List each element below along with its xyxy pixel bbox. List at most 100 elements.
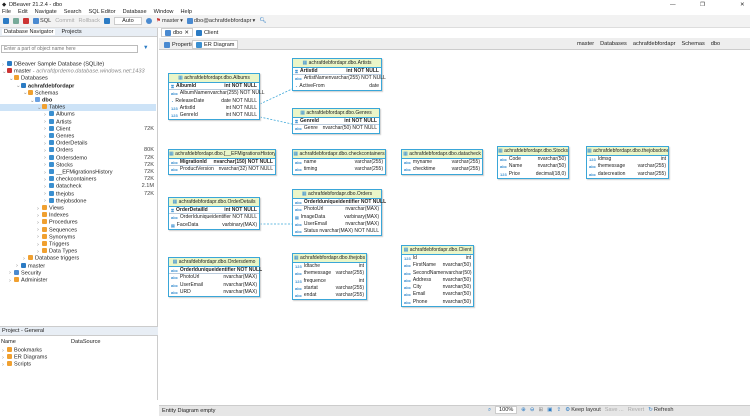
entity-header[interactable]: ▦ achrafdebfordapr.dbo.Genres <box>293 109 379 118</box>
navigator-filter-input[interactable]: Enter a part of object name here <box>1 45 138 53</box>
expand-toggle[interactable]: › <box>44 111 46 118</box>
subtab-er-diagram[interactable]: ER Diagram <box>192 40 239 49</box>
expand-toggle[interactable]: › <box>37 248 39 255</box>
breadcrumb-dbo[interactable]: dbo <box>710 41 721 47</box>
entity-header[interactable]: ▦ achrafdebfordapr.dbo.thejobsdone <box>587 147 668 156</box>
expand-toggle[interactable]: › <box>9 270 11 277</box>
expand-toggle[interactable]: ⌄ <box>30 97 35 104</box>
transaction-mode-icon[interactable] <box>103 18 110 24</box>
tree-item[interactable]: ⌄Tables <box>0 104 156 112</box>
expand-toggle[interactable]: ⌄ <box>37 104 42 111</box>
tree-item[interactable]: ›Triggers <box>0 241 156 248</box>
commit-button[interactable]: Commit <box>55 18 75 24</box>
expand-toggle[interactable]: ⌄ <box>2 68 7 75</box>
commit-mode-select[interactable]: Auto <box>113 17 142 25</box>
sql-editor-button[interactable]: SQL <box>33 18 51 24</box>
tree-item[interactable]: ›Sequences <box>0 226 156 234</box>
restore-button[interactable]: ❐ <box>700 1 706 8</box>
expand-toggle[interactable]: › <box>44 119 46 126</box>
expand-toggle[interactable]: › <box>37 212 39 219</box>
tree-item[interactable]: ›master <box>0 262 156 270</box>
layout-icon[interactable]: ⊞ <box>538 407 544 413</box>
breadcrumb-database[interactable]: achrafdebfordapr <box>632 41 676 47</box>
revert-button[interactable]: Revert <box>627 407 645 413</box>
expand-toggle[interactable]: › <box>44 155 46 162</box>
expand-toggle[interactable]: › <box>2 61 4 68</box>
expand-toggle[interactable]: › <box>37 227 39 234</box>
entity-header[interactable]: ▦ achrafdebfordapr.dbo.OrderDetails <box>169 198 259 207</box>
keep-layout-button[interactable]: ⚙Keep layout <box>565 407 601 413</box>
expand-toggle[interactable]: › <box>37 205 39 212</box>
tab-database-navigator[interactable]: Database Navigator <box>2 29 56 35</box>
export-icon[interactable]: ⇪ <box>556 407 562 413</box>
expand-toggle[interactable]: › <box>37 219 39 226</box>
tree-item[interactable]: ⌄Databases <box>0 75 156 82</box>
entity-table[interactable]: ▦ achrafdebfordapr.dbo.OrderDetails⚿Orde… <box>168 197 260 230</box>
zoom-in-icon[interactable]: ⊕ <box>521 407 526 413</box>
menu-edit[interactable]: Edit <box>18 9 28 15</box>
expand-toggle[interactable]: ⌄ <box>23 90 28 97</box>
rollback-button[interactable]: Rollback <box>78 18 100 24</box>
tree-item[interactable]: ›Genres <box>0 133 156 140</box>
expand-toggle[interactable]: › <box>44 169 46 176</box>
entity-table[interactable]: ▦ achrafdebfordapr.dbo.[__EFMigrationsHi… <box>168 149 276 175</box>
schema-selector[interactable]: dbo@achrafdebfordapr ▾ <box>186 18 255 24</box>
tab-project-general[interactable]: Project - General <box>2 328 45 334</box>
tree-item[interactable]: ›thejobsdone <box>0 197 156 205</box>
breadcrumb-databases[interactable]: Databases <box>600 41 627 47</box>
project-item-er-diagrams[interactable]: ›ER Diagrams <box>2 354 48 361</box>
expand-toggle[interactable]: ⌄ <box>16 83 21 90</box>
expand-toggle[interactable]: ⌄ <box>9 75 14 82</box>
tree-item[interactable]: ›OrderDetails <box>0 140 156 147</box>
tree-item[interactable]: ›Views <box>0 205 156 212</box>
entity-header[interactable]: ▦ achrafdebfordapr.dbo.thejobs <box>293 254 366 263</box>
tree-item[interactable]: ›Synonyms <box>0 233 156 241</box>
history-icon[interactable] <box>145 18 152 24</box>
refresh-button[interactable]: ↻Refresh <box>648 407 674 413</box>
menu-sql-editor[interactable]: SQL Editor <box>88 9 116 15</box>
breadcrumb-schemas[interactable]: Schemas <box>681 41 705 47</box>
entity-header[interactable]: ▦ achrafdebfordapr.dbo.Client <box>402 246 473 255</box>
expand-toggle[interactable]: › <box>44 140 46 147</box>
zoom-select[interactable]: 100% <box>495 406 518 414</box>
entity-header[interactable]: ▦ achrafdebfordapr.dbo.Stocks <box>498 147 568 156</box>
print-icon[interactable]: ▣ <box>547 407 553 413</box>
entity-header[interactable]: ▦ achrafdebfordapr.dbo.checkcontainers <box>293 150 385 159</box>
tree-item[interactable]: ⌄master - achrafdprdemo.database.windows… <box>0 68 156 75</box>
tree-item[interactable]: ⌄Schemas <box>0 89 156 97</box>
